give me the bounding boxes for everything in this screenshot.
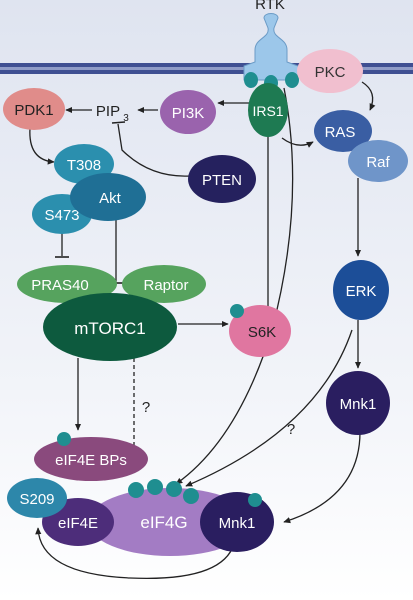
- pten-node: PTEN: [188, 155, 256, 203]
- t308-label: T308: [67, 157, 101, 174]
- pkc-label: PKC: [315, 64, 346, 81]
- ras-node: RAS: [314, 110, 372, 152]
- pip3-label: PIP: [96, 103, 120, 120]
- arrow-irs1-ras: [281, 137, 314, 148]
- eif4e-label: eIF4E: [58, 515, 98, 532]
- pten-label: PTEN: [202, 172, 242, 189]
- question-mark-erk: ?: [287, 421, 295, 438]
- akt-label: Akt: [99, 190, 122, 207]
- question-mark-mtorc1: ?: [142, 399, 150, 416]
- pi3k-node: PI3K: [160, 90, 216, 134]
- plasma-membrane: [0, 63, 413, 74]
- mnk1-lower-label: Mnk1: [219, 515, 256, 532]
- raptor-label: Raptor: [143, 277, 188, 294]
- s6k-label: S6K: [248, 324, 276, 341]
- raf-node: Raf: [348, 140, 408, 182]
- s209-node: S209: [7, 478, 67, 518]
- rtk-receptor: RTK: [243, 0, 299, 91]
- arrow-erk-eif4g: [185, 329, 353, 487]
- raptor-node: Raptor: [122, 265, 206, 303]
- pkc-node: PKC: [297, 49, 363, 93]
- ras-label: RAS: [325, 124, 356, 141]
- s6k-node: S6K: [229, 304, 291, 357]
- pdk1-label: PDK1: [14, 102, 53, 119]
- mnk1-upper-node: Mnk1: [326, 371, 390, 435]
- inhibit-pten-pip3: [117, 123, 191, 177]
- pras40-node: PRAS40: [17, 265, 117, 303]
- irs1-label: IRS1: [252, 103, 283, 119]
- pip3-node: PIP 3: [96, 103, 129, 124]
- pip3-subscript: 3: [123, 113, 129, 124]
- rtk-label: RTK: [255, 0, 285, 13]
- pras40-label: PRAS40: [31, 277, 89, 294]
- pi3k-label: PI3K: [172, 105, 205, 122]
- eif4g-phospho-dots: [128, 479, 199, 504]
- arrow-pdk1-t308: [29, 127, 55, 165]
- akt-node: Akt: [70, 173, 146, 221]
- eif4g-phospho-dot: [183, 488, 199, 504]
- mnk1-lower-node: Mnk1: [200, 492, 274, 552]
- arrow-mnk1-mnk1: [283, 431, 361, 524]
- eif4e-bps-label: eIF4E BPs: [55, 452, 127, 469]
- eif4g-phospho-dot: [128, 482, 144, 498]
- s6k-phospho-dot: [230, 304, 244, 318]
- arrow-pkc-ras: [361, 81, 376, 111]
- eif4e-bps-node: eIF4E BPs: [34, 432, 148, 481]
- raf-label: Raf: [366, 154, 390, 171]
- erk-label: ERK: [346, 283, 377, 300]
- eif4g-label: eIF4G: [140, 513, 187, 532]
- eif4g-phospho-dot: [166, 481, 182, 497]
- mtorc1-node: mTORC1: [43, 293, 177, 361]
- mnk1-lower-phospho-dot: [248, 493, 262, 507]
- eif4e-bps-phospho-dot: [57, 432, 71, 446]
- s473-label: S473: [44, 207, 79, 224]
- arrow-mnk1-s209: [35, 527, 235, 580]
- eif4g-phospho-dot: [147, 479, 163, 495]
- erk-node: ERK: [333, 260, 389, 320]
- s209-label: S209: [19, 491, 54, 508]
- irs1-node: IRS1: [248, 83, 288, 137]
- mnk1-upper-label: Mnk1: [340, 396, 377, 413]
- mtorc1-label: mTORC1: [74, 319, 145, 338]
- pdk1-node: PDK1: [3, 88, 65, 130]
